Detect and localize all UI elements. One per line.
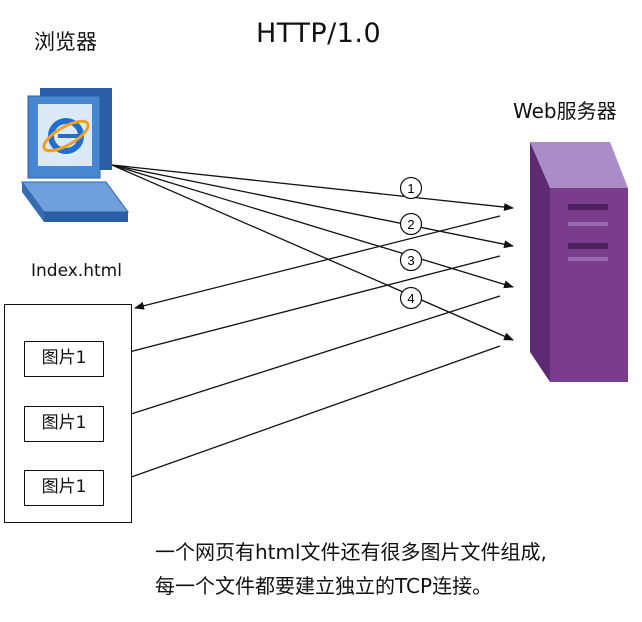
page-image-item: 图片1 — [24, 406, 104, 442]
page-file-label: Index.html — [31, 261, 122, 281]
browser-label: 浏览器 — [34, 30, 97, 54]
caption: 一个网页有html文件还有很多图片文件组成, 每一个文件都要建立独立的TCP连接… — [155, 535, 547, 603]
connection-number-4-text: 4 — [407, 291, 414, 306]
caption-line-1: 一个网页有html文件还有很多图片文件组成, — [155, 540, 547, 564]
request-arrow-2 — [111, 164, 514, 249]
response-arrow-html — [134, 215, 501, 310]
response-arrow-image-1 — [105, 255, 501, 360]
server-label: Web服务器 — [513, 99, 617, 123]
page-image-item: 图片1 — [24, 341, 104, 377]
request-arrow-1 — [111, 164, 514, 212]
response-arrow-image-3 — [105, 345, 501, 487]
connection-number-3-text: 3 — [407, 253, 414, 268]
caption-line-2: 每一个文件都要建立独立的TCP连接。 — [155, 574, 493, 598]
request-arrow-4 — [111, 164, 514, 341]
connection-number-1-text: 1 — [407, 181, 414, 196]
request-arrow-3 — [111, 164, 514, 289]
connection-number-4: 4 — [399, 286, 423, 310]
diagram-title: HTTP/1.0 — [256, 18, 382, 49]
connection-number-2-text: 2 — [407, 217, 414, 232]
connection-number-1: 1 — [399, 176, 423, 200]
connection-number-3: 3 — [399, 248, 423, 272]
connection-number-2: 2 — [399, 212, 423, 236]
page-image-item: 图片1 — [24, 470, 104, 506]
response-arrow-image-2 — [105, 295, 501, 424]
